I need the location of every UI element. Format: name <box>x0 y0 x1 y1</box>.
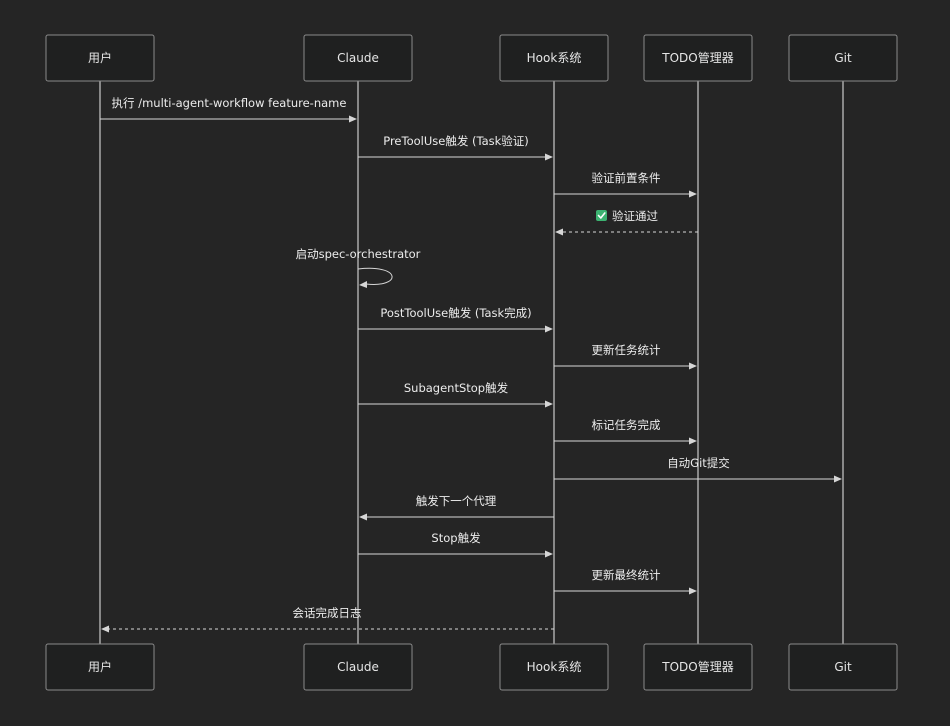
check-icon <box>596 210 607 221</box>
arrow-head <box>349 115 357 123</box>
message-2: 验证前置条件 <box>554 171 697 198</box>
arrow-head <box>359 513 367 521</box>
message-label: 启动spec-orchestrator <box>296 247 421 261</box>
arrow-head <box>545 550 553 558</box>
arrow-head <box>689 190 697 198</box>
message-0: 执行 /multi-agent-workflow feature-name <box>100 96 357 123</box>
actor-todo-bottom: TODO管理器 <box>643 643 753 691</box>
message-label: 执行 /multi-agent-workflow feature-name <box>112 96 347 110</box>
message-label: 标记任务完成 <box>592 418 661 432</box>
message-12: 更新最终统计 <box>554 568 697 595</box>
actor-box <box>643 34 753 82</box>
actor-box <box>788 34 898 82</box>
actor-label: Claude <box>337 660 379 674</box>
message-1: PreToolUse触发 (Task验证) <box>358 134 553 161</box>
actor-box <box>45 643 155 691</box>
arrow-head <box>834 475 842 483</box>
actor-box <box>303 643 413 691</box>
arrow-head <box>689 587 697 595</box>
actor-box <box>643 643 753 691</box>
actor-box <box>303 34 413 82</box>
message-label: PostToolUse触发 (Task完成) <box>380 306 531 320</box>
arrow-head <box>545 153 553 161</box>
message-label: SubagentStop触发 <box>404 381 509 395</box>
actor-label: Hook系统 <box>527 51 582 65</box>
message-label: 触发下一个代理 <box>416 494 497 508</box>
message-label: 自动Git提交 <box>667 456 730 470</box>
actor-todo-top: TODO管理器 <box>643 34 753 82</box>
actor-label: 用户 <box>88 50 112 65</box>
actor-user-bottom: 用户 <box>45 643 155 691</box>
message-5: PostToolUse触发 (Task完成) <box>358 306 553 333</box>
message-label: 验证前置条件 <box>592 171 661 185</box>
actor-box <box>499 643 609 691</box>
actor-label: Git <box>834 51 852 65</box>
self-loop-line <box>357 267 393 285</box>
actor-user-top: 用户 <box>45 34 155 82</box>
actor-box <box>499 34 609 82</box>
message-label: 更新最终统计 <box>592 568 661 582</box>
message-13: 会话完成日志 <box>101 606 554 633</box>
message-label: PreToolUse触发 (Task验证) <box>383 134 529 148</box>
actor-label: Hook系统 <box>527 660 582 674</box>
actor-box <box>45 34 155 82</box>
actor-label: Claude <box>337 51 379 65</box>
message-3: 验证通过 <box>555 209 698 236</box>
actor-claude-bottom: Claude <box>303 643 413 691</box>
arrow-head <box>689 362 697 370</box>
arrow-head <box>555 228 563 236</box>
actor-git-top: Git <box>788 34 898 82</box>
message-7: SubagentStop触发 <box>358 381 553 408</box>
message-9: 自动Git提交 <box>554 456 842 483</box>
actor-label: TODO管理器 <box>661 50 733 65</box>
message-label: 会话完成日志 <box>293 606 362 620</box>
message-6: 更新任务统计 <box>554 343 697 370</box>
actor-git-bottom: Git <box>788 643 898 691</box>
message-8: 标记任务完成 <box>554 418 697 445</box>
actor-claude-top: Claude <box>303 34 413 82</box>
arrow-head <box>545 325 553 333</box>
actor-box <box>788 643 898 691</box>
message-label: 更新任务统计 <box>592 343 661 357</box>
message-label: Stop触发 <box>431 531 481 545</box>
message-4: 启动spec-orchestrator <box>296 247 421 288</box>
actor-label: TODO管理器 <box>661 659 733 674</box>
arrow-head <box>359 281 367 288</box>
arrow-head <box>545 400 553 408</box>
message-11: Stop触发 <box>358 531 553 558</box>
actor-label: Git <box>834 660 852 674</box>
actor-hook-bottom: Hook系统 <box>499 643 609 691</box>
message-label: 验证通过 <box>612 209 658 223</box>
actor-hook-top: Hook系统 <box>499 34 609 82</box>
message-10: 触发下一个代理 <box>359 494 554 521</box>
actor-label: 用户 <box>88 659 112 674</box>
arrow-head <box>689 437 697 445</box>
arrow-head <box>101 625 109 633</box>
